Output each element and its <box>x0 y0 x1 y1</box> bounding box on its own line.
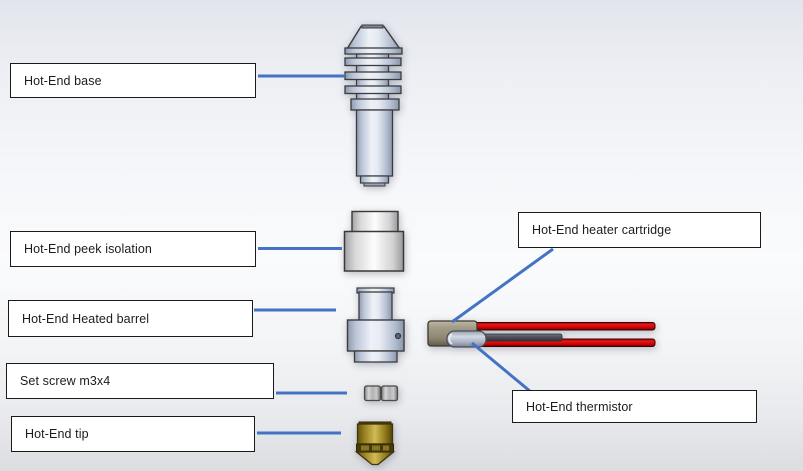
heater-wire-red-top <box>473 322 656 331</box>
callout-label: Hot-End tip <box>25 427 89 441</box>
cooling-fin <box>344 71 402 81</box>
heated-barrel-part <box>346 287 405 363</box>
thermistor-wire <box>479 333 563 342</box>
leader-line-thermistor <box>471 341 532 394</box>
cooling-fin <box>344 85 402 95</box>
cooling-fin <box>344 57 402 67</box>
heater-cartridge-part <box>427 320 656 348</box>
callout-label: Hot-End thermistor <box>526 399 633 414</box>
set-screws-part <box>363 385 399 402</box>
callout-box-thermistor: Hot-End thermistor <box>512 390 757 423</box>
peek-isolation-part <box>343 210 405 272</box>
hot-end-base-part <box>344 24 403 187</box>
callout-box-set-screw: Set screw m3x4 <box>6 363 274 399</box>
callout-box-heater-cartridge: Hot-End heater cartridge <box>518 212 761 248</box>
nozzle-cone <box>354 451 396 466</box>
callout-box-hot-end-tip: Hot-End tip <box>11 416 255 452</box>
hot-end-tip-part <box>354 421 396 466</box>
callout-label: Hot-End base <box>24 73 102 88</box>
set-screw-hole <box>394 332 402 340</box>
callout-label: Hot-End peek isolation <box>24 242 152 256</box>
callout-label: Hot-End heater cartridge <box>532 223 672 237</box>
leader-line-heater <box>451 247 554 324</box>
callout-box-hot-end-base: Hot-End base <box>10 63 256 98</box>
thermistor-highlight <box>448 333 453 345</box>
callout-label: Set screw m3x4 <box>20 374 111 388</box>
thermistor-body <box>446 330 487 348</box>
callout-label: Hot-End Heated barrel <box>22 311 150 326</box>
callout-box-heated-barrel: Hot-End Heated barrel <box>8 300 253 337</box>
callout-box-peek-isolation: Hot-End peek isolation <box>10 231 256 267</box>
